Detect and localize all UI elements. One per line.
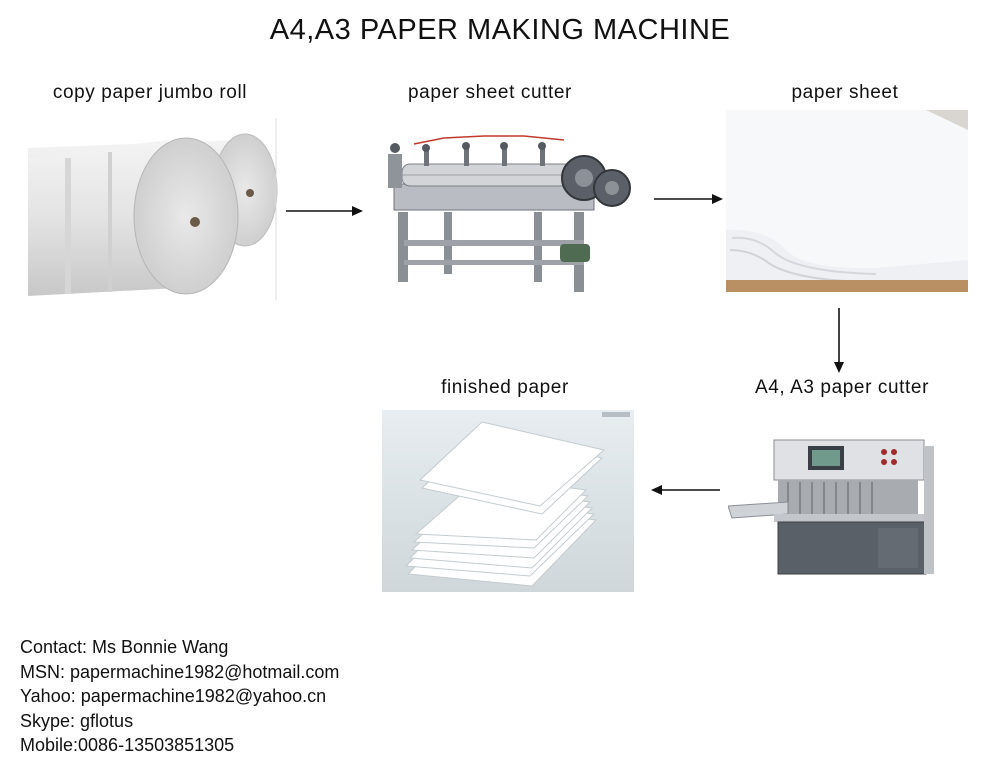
jumbo-roll-image [28,118,278,300]
finished-paper-stack-image [382,410,634,592]
step-label-sheet-cutter: paper sheet cutter [408,82,572,103]
contact-name: Contact: Ms Bonnie Wang [20,637,229,657]
a4-a3-cutter-machine-image [728,439,934,575]
flow-arrow-left [651,485,720,495]
sheet-cutter-machine-image [388,135,631,292]
step-label-jumbo-roll: copy paper jumbo roll [52,82,248,103]
step-label-paper-sheet: paper sheet [791,82,899,103]
contact-skype: Skype: gflotus [20,710,134,731]
contact-yahoo: Yahoo: papermachine1982@yahoo.cn [20,686,327,706]
step-label-a4-a3-cutter: A4, A3 paper cutter [754,377,930,398]
contact-msn: MSN: papermachine1982@hotmail.com [20,661,340,682]
flow-arrow-right-1 [286,206,363,216]
page-title: A4,A3 PAPER MAKING MACHINE [269,14,731,46]
contact-mobile: Mobile:0086-13503851305 [20,735,235,755]
step-label-finished-paper: finished paper [441,377,569,398]
flow-arrow-down [834,308,844,373]
flow-arrow-right-2 [654,194,723,204]
contact-info: Contact: Ms Bonnie Wang MSN: papermachin… [20,635,339,758]
paper-sheet-image [726,110,968,292]
